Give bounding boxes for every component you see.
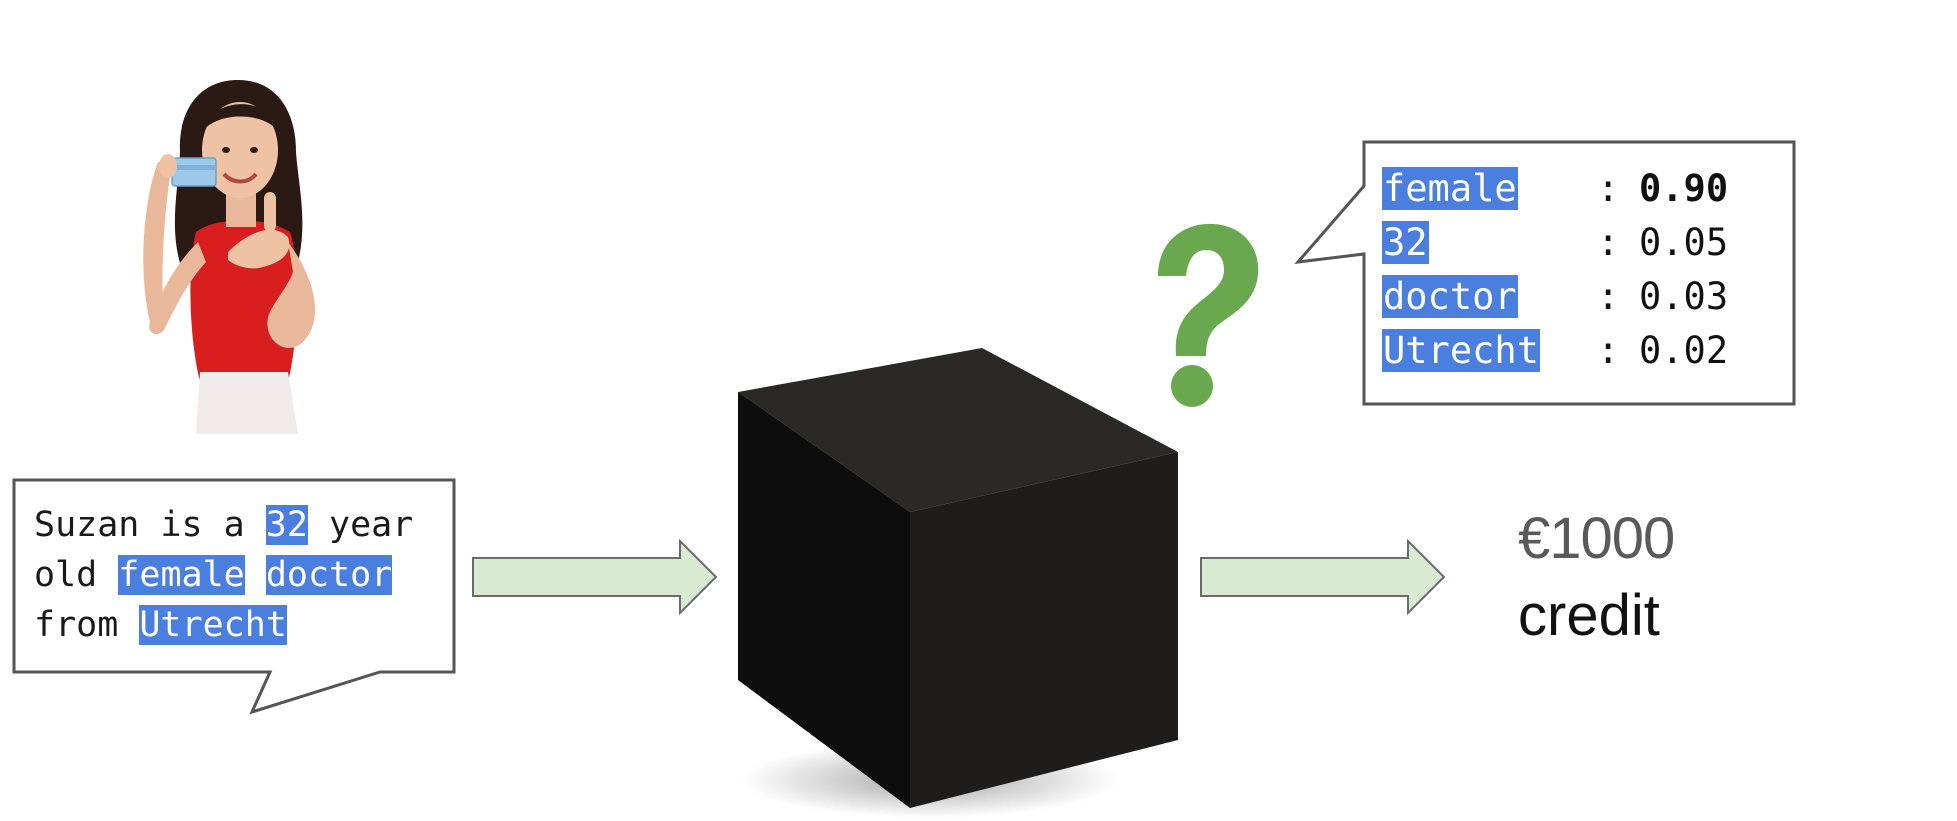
- highlight-gender: female: [118, 555, 245, 595]
- attribution-feature: doctor: [1382, 275, 1518, 318]
- credit-amount: €1000: [1518, 506, 1675, 571]
- attribution-row: female:0.90: [1382, 162, 1728, 216]
- attribution-feature: Utrecht: [1382, 329, 1540, 372]
- attribution-feature: female: [1382, 167, 1518, 210]
- description-line-1: Suzan is a 32 year: [34, 500, 474, 550]
- attribution-score: 0.05: [1639, 221, 1729, 264]
- question-mark-icon: [1158, 223, 1259, 407]
- attribution-feature-cell: doctor: [1382, 270, 1597, 324]
- attribution-score: 0.90: [1639, 167, 1729, 210]
- attribution-feature-cell: female: [1382, 162, 1597, 216]
- attribution-feature: 32: [1382, 221, 1429, 264]
- highlight-city: Utrecht: [139, 605, 287, 645]
- arrow-input-to-model-icon: [472, 538, 718, 616]
- attribution-separator: :: [1597, 167, 1620, 210]
- attribution-separator: :: [1597, 221, 1620, 264]
- highlight-occupation: doctor: [265, 555, 393, 595]
- attribution-row: Utrecht:0.02: [1382, 324, 1728, 378]
- text-segment: old: [34, 555, 119, 595]
- highlight-age: 32: [265, 505, 308, 545]
- attribution-score: 0.02: [1639, 329, 1729, 372]
- description-line-3: from Utrecht: [34, 600, 474, 650]
- credit-label: credit: [1518, 583, 1660, 648]
- attribution-score: 0.03: [1639, 275, 1729, 318]
- attribution-separator: :: [1597, 275, 1620, 318]
- applicant-description: Suzan is a 32 year old female doctor fro…: [34, 500, 474, 650]
- attribution-row: 32:0.05: [1382, 216, 1728, 270]
- description-line-2: old female doctor: [34, 550, 474, 600]
- text-segment: from: [34, 605, 140, 645]
- attribution-feature-cell: Utrecht: [1382, 324, 1597, 378]
- attribution-row: doctor:0.03: [1382, 270, 1728, 324]
- arrow-model-to-output-icon: [1200, 538, 1446, 616]
- black-box-cube-icon: [738, 348, 1178, 818]
- text-segment: Suzan is a: [34, 505, 266, 545]
- attribution-feature-cell: 32: [1382, 216, 1597, 270]
- applicant-image: [143, 80, 315, 434]
- attribution-separator: :: [1597, 329, 1620, 372]
- text-segment: year: [307, 505, 414, 545]
